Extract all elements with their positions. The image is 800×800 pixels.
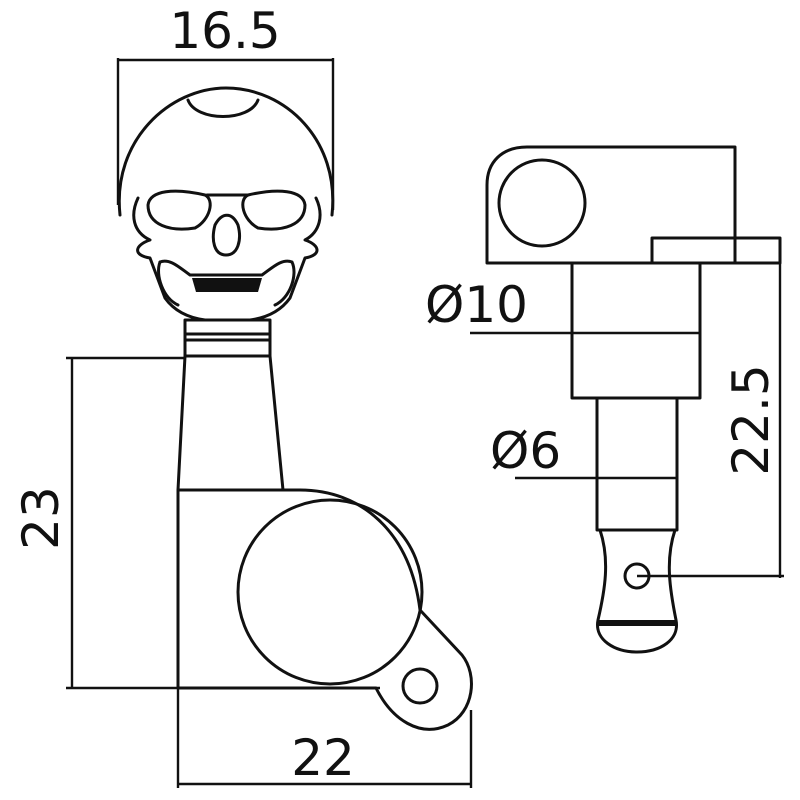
washer: [650, 236, 782, 265]
tuner-body: [176, 488, 473, 731]
dimension-label-body-width: 22: [291, 729, 355, 787]
gear-cover: [236, 498, 424, 686]
shaft: [595, 396, 679, 532]
side-view: Ø10 Ø6 22.5: [425, 145, 784, 654]
housing-hole: [497, 158, 587, 248]
dimension-knob-width: 16.5: [116, 2, 335, 210]
dimension-label-knob-width: 16.5: [169, 2, 280, 60]
dimension-label-post-height: 22.5: [722, 364, 780, 475]
housing: [485, 145, 737, 265]
dimension-label-body-height: 23: [12, 486, 70, 550]
knob-post: [176, 354, 285, 492]
dimension-label-bushing-diameter: Ø10: [425, 276, 528, 334]
dimension-body-width: 22: [176, 688, 473, 788]
front-view: 16.5: [12, 2, 473, 788]
skull-knob: [117, 86, 335, 322]
mounting-hole: [401, 667, 439, 705]
knob-collar: [183, 318, 272, 358]
post-tip: [596, 528, 678, 654]
bushing: [570, 261, 702, 400]
dimension-body-height: 23: [12, 356, 380, 690]
dimension-label-shaft-diameter: Ø6: [490, 422, 561, 480]
